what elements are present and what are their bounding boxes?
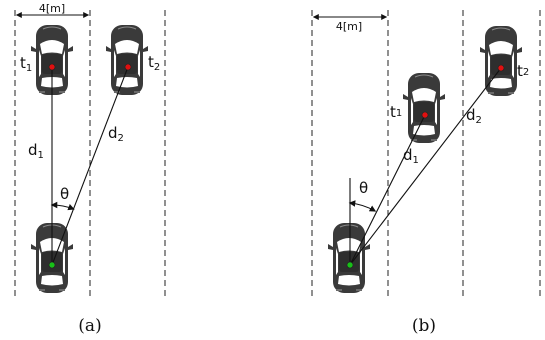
d2-label: d2 — [108, 124, 124, 144]
t2-dot — [497, 64, 505, 72]
ray-d1 — [349, 114, 426, 266]
theta-arc — [50, 201, 75, 211]
ray-d2 — [51, 66, 129, 266]
target-car-t2 — [105, 24, 149, 96]
caption-b: (b) — [412, 316, 436, 336]
ego-dot — [48, 261, 56, 269]
theta-label: θ — [60, 185, 69, 203]
t1-label: t1 — [20, 54, 32, 74]
t2-label: t2 — [517, 62, 529, 80]
t1-label: t1 — [390, 103, 402, 121]
ego-dot — [346, 261, 354, 269]
ego-car — [327, 222, 371, 294]
theta-arc — [348, 200, 377, 212]
panel-a: 4[m] t1 t2 d1 d2 θ (a) — [14, 2, 166, 336]
caption-a: (a) — [78, 316, 101, 336]
ray-d2 — [349, 67, 502, 266]
theta-label: θ — [359, 179, 368, 197]
t1-dot — [421, 111, 429, 119]
d1-label: d1 — [28, 141, 44, 161]
target-car-t2 — [479, 25, 523, 97]
t2-label: t2 — [148, 53, 160, 73]
target-car-t1 — [402, 72, 446, 144]
d2-label: d2 — [466, 106, 482, 126]
lane-width-label: 4[m] — [336, 20, 362, 33]
t2-dot — [124, 63, 132, 71]
lane-width-label: 4[m] — [39, 2, 65, 15]
t1-dot — [48, 63, 56, 71]
panel-b: 4[m] t1 t2 d1 d2 θ (b) — [311, 10, 541, 336]
d1-label: d1 — [403, 146, 419, 166]
